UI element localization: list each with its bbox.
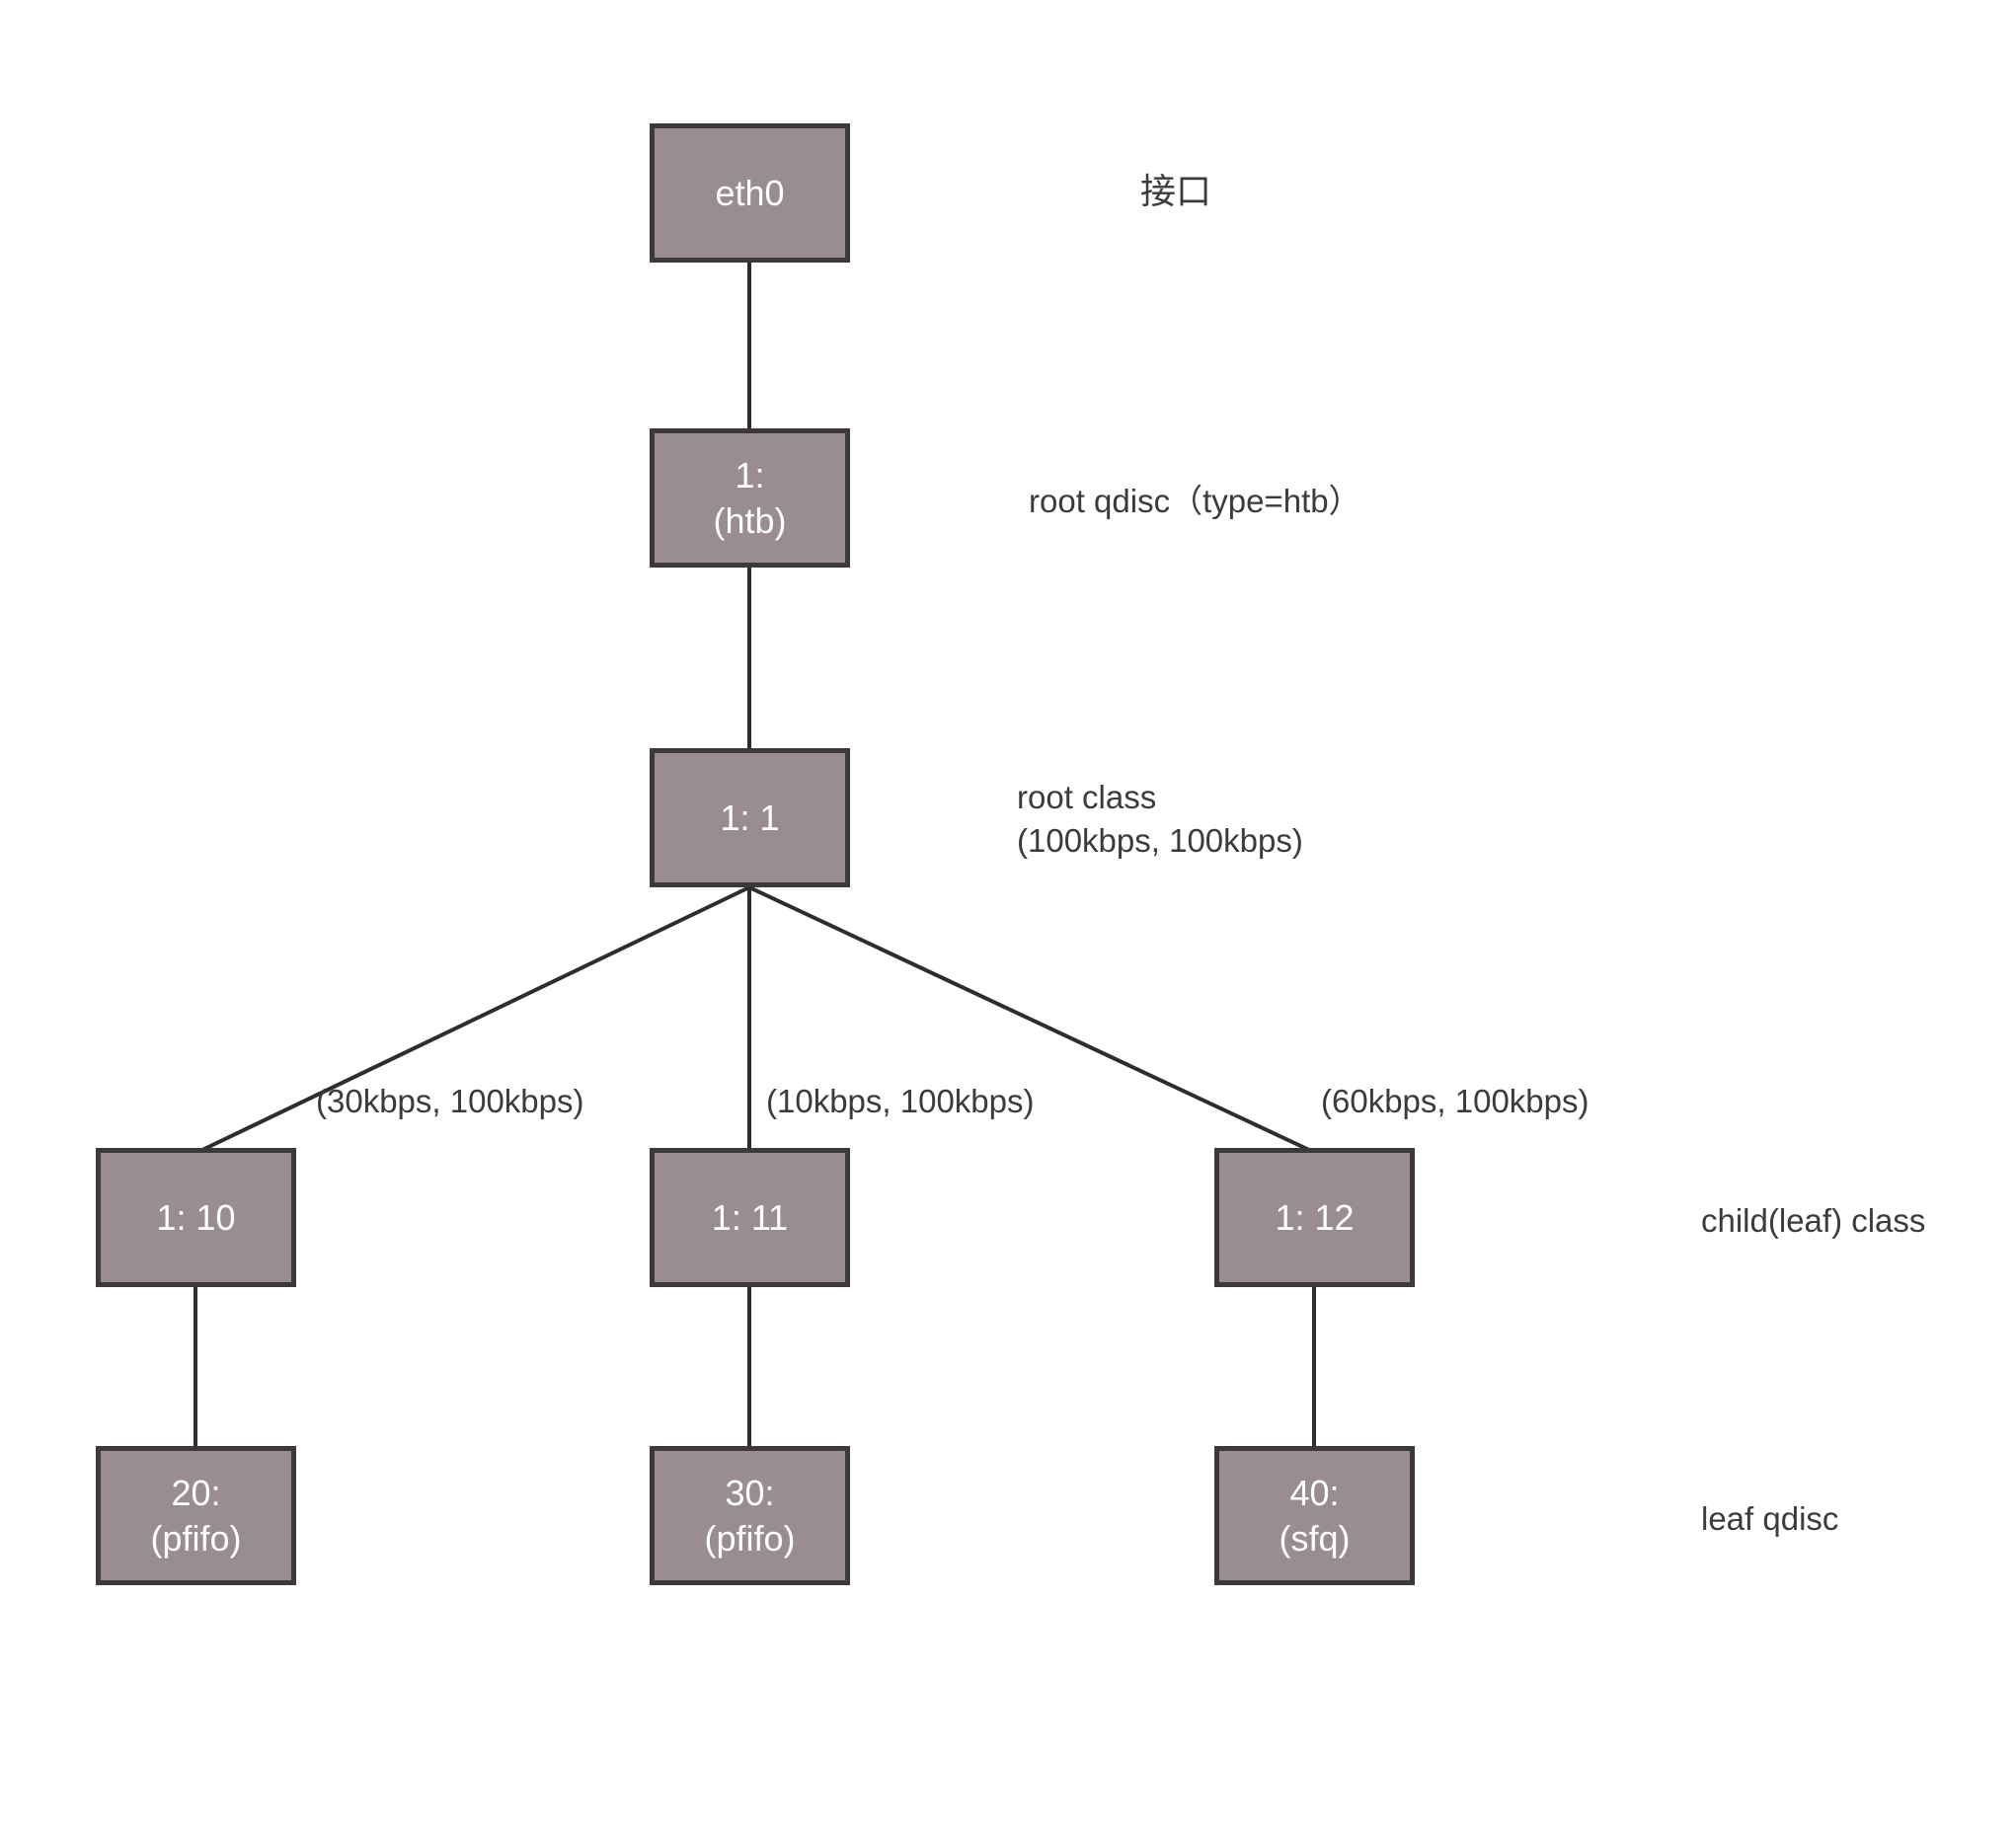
node-class-1-12: 1: 12 (1214, 1148, 1415, 1287)
annotation-root-qdisc: root qdisc（type=htb） (1029, 483, 1361, 519)
edge-root-class-to-class-10 (201, 885, 750, 1152)
node-class-1-10: 1: 10 (96, 1148, 296, 1287)
annotation-root-class: root class (100kbps, 100kbps) (1017, 779, 1303, 859)
edge-label-class-10-rate: (30kbps, 100kbps) (316, 1083, 584, 1119)
node-root-class: 1: 1 (650, 748, 850, 887)
node-eth0: eth0 (650, 123, 850, 263)
edge-root-class-to-class-12 (748, 885, 1310, 1152)
node-qdisc-30: 30: (pfifo) (650, 1446, 850, 1585)
node-qdisc-40: 40: (sfq) (1214, 1446, 1415, 1585)
annotation-leaf-qdisc: leaf qdisc (1701, 1500, 1839, 1537)
annotation-interface: 接口 (1140, 171, 1212, 211)
edge-label-class-11-rate: (10kbps, 100kbps) (766, 1083, 1035, 1119)
node-qdisc-20: 20: (pfifo) (96, 1446, 296, 1585)
node-root-qdisc: 1: (htb) (650, 428, 850, 568)
node-class-1-11: 1: 11 (650, 1148, 850, 1287)
annotation-child-class: child(leaf) class (1701, 1202, 1926, 1239)
edge-label-class-12-rate: (60kbps, 100kbps) (1321, 1083, 1590, 1119)
